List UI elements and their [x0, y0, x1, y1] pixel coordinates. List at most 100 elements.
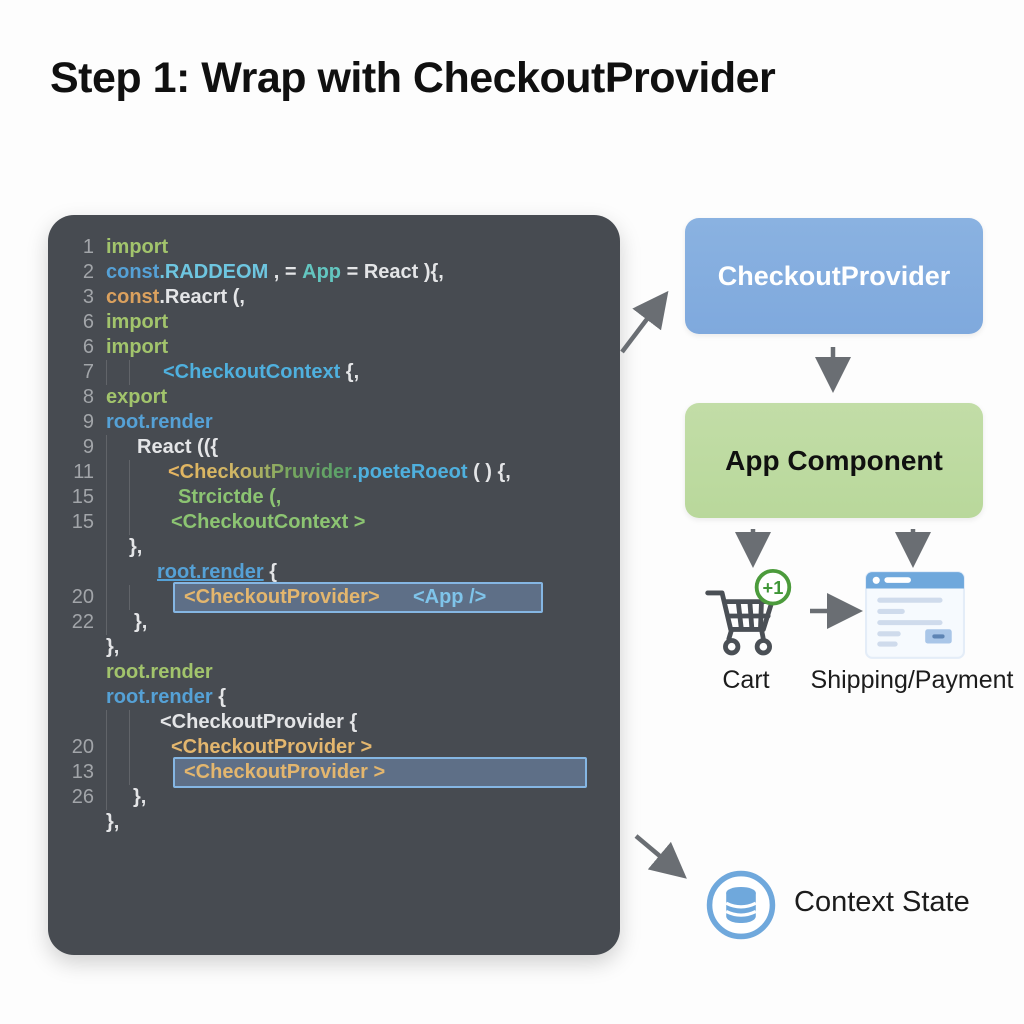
- code-token: React ){,: [363, 261, 444, 283]
- line-number: 26: [71, 786, 94, 808]
- indent-guide: [129, 360, 152, 385]
- code-token: .RADDEOM: [159, 261, 269, 283]
- indent-guide: [129, 760, 152, 785]
- code-token: <CheckoutProvider >: [171, 736, 373, 758]
- line-number: 6: [82, 336, 94, 358]
- code-line: 6 import: [62, 335, 620, 360]
- code-token: },: [106, 811, 120, 833]
- checkout-provider-box-label: CheckoutProvider: [717, 260, 951, 291]
- code-token: {: [212, 686, 227, 708]
- line-number: 11: [73, 461, 94, 483]
- shipping-payment-label: Shipping/Payment: [810, 666, 1014, 694]
- indent-guide: [106, 760, 129, 785]
- code-token: , =: [268, 261, 303, 283]
- code-line: <CheckoutProvider {: [62, 710, 620, 735]
- code-token: root.render: [106, 661, 213, 683]
- indent-guide: [106, 585, 129, 610]
- code-token: root.render: [106, 411, 213, 433]
- code-token: <App />: [412, 586, 487, 608]
- app-component-box: App Component: [685, 403, 983, 518]
- code-line: 3 const.Reacrt (,: [62, 285, 620, 310]
- line-number: 9: [82, 411, 94, 433]
- code-token: .Reacrt (,: [159, 286, 245, 308]
- line-number: 8: [82, 386, 94, 408]
- cart-label: Cart: [722, 666, 770, 694]
- indent-guide: [106, 435, 129, 460]
- svg-text:+1: +1: [763, 577, 784, 598]
- indent-guide: [106, 485, 129, 510]
- line-number: 1: [82, 236, 94, 258]
- code-line: 9 React (({: [62, 435, 620, 460]
- code-token: root.render: [157, 561, 264, 583]
- code-line: root.render {: [62, 560, 620, 585]
- code-token: ( ) {,: [467, 461, 511, 483]
- code-line: 8 export: [62, 385, 620, 410]
- checkout-provider-box: CheckoutProvider: [685, 218, 983, 334]
- code-token: <CheckoutPruvider: [168, 461, 352, 483]
- indent-guide: [129, 510, 152, 535]
- context-state-database-icon: [706, 870, 776, 940]
- code-token: import: [106, 311, 169, 333]
- code-token: <CheckoutProvider >: [184, 761, 386, 783]
- code-token: import: [106, 336, 169, 358]
- code-token: const: [106, 261, 160, 283]
- code-token: <CheckoutProvider>: [184, 586, 380, 608]
- code-token: <CheckoutContext >: [171, 511, 366, 533]
- shipping-payment-form-icon: [865, 571, 965, 659]
- code-token: export: [106, 386, 168, 408]
- code-line: },: [62, 635, 620, 660]
- code-line: 13 <CheckoutProvider >: [62, 757, 620, 788]
- line-number: 7: [82, 361, 94, 383]
- code-token: },: [106, 636, 120, 658]
- indent-guide: [106, 710, 129, 735]
- code-token: .poeteRoeot: [351, 461, 468, 483]
- line-number: 9: [82, 436, 94, 458]
- code-token: {: [263, 561, 278, 583]
- code-line: 20 <CheckoutProvider> <App />: [62, 582, 620, 613]
- indent-guide: [106, 560, 129, 585]
- code-line: 26},: [62, 785, 620, 810]
- arrow-code-to-context: [634, 834, 687, 879]
- code-token: {,: [340, 361, 360, 383]
- page-title: Step 1: Wrap with CheckoutProvider: [50, 54, 776, 102]
- indent-guide: [129, 585, 152, 610]
- code-line: root.render {: [62, 685, 620, 710]
- indent-guide: [129, 460, 152, 485]
- line-number: 20: [71, 586, 94, 608]
- indent-guide: [106, 460, 129, 485]
- code-token: },: [134, 611, 148, 633]
- line-number: 13: [71, 761, 94, 783]
- code-line: 15 <CheckoutContext >: [62, 510, 620, 535]
- code-line: 11 <CheckoutPruvider.poeteRoeot ( ) {,: [62, 460, 620, 485]
- code-line: root.render: [62, 660, 620, 685]
- code-line: 9 root.render: [62, 410, 620, 435]
- code-highlight-box: <CheckoutProvider> <App />: [173, 582, 543, 613]
- code-line: },: [62, 535, 620, 560]
- arrow-code-to-provider: [620, 290, 669, 354]
- code-token: React (({: [137, 436, 219, 458]
- code-token: Strcictde (,: [178, 486, 282, 508]
- code-token: <CheckoutContext: [163, 361, 341, 383]
- code-token: },: [129, 536, 143, 558]
- indent-guide: [129, 710, 152, 735]
- code-line: },: [62, 810, 620, 835]
- context-state-label: Context State: [794, 886, 970, 918]
- indent-guide: [106, 610, 129, 635]
- indent-guide: [106, 535, 129, 560]
- code-token: const: [106, 286, 160, 308]
- code-token: App: [302, 261, 342, 283]
- line-number: 15: [71, 511, 94, 533]
- cart-plus-badge: +1: [754, 568, 792, 606]
- indent-guide: [106, 785, 129, 810]
- code-token: [380, 585, 413, 610]
- code-token: =: [341, 261, 364, 283]
- line-number: 3: [82, 286, 94, 308]
- code-line: 7 <CheckoutContext {,: [62, 360, 620, 385]
